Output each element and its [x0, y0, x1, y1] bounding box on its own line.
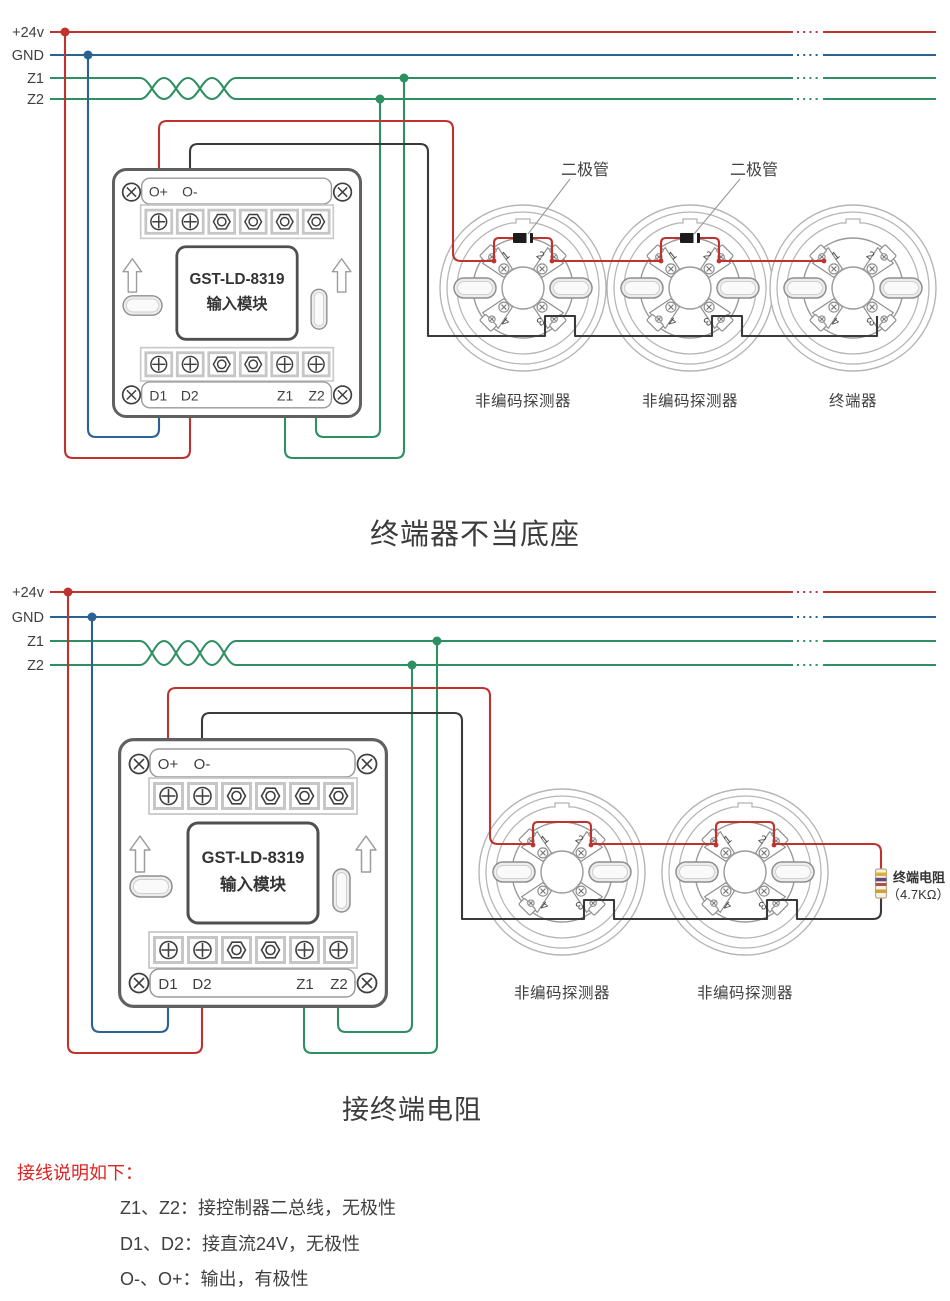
- note-line-d: D1、D2：接直流24V，无极性: [120, 1234, 360, 1254]
- diode-2-band: [693, 233, 697, 243]
- resistor-band-violet: [875, 877, 887, 882]
- diode-label-1: 二极管: [561, 161, 609, 179]
- bus-label-gnd-2: GND: [12, 610, 44, 626]
- pad: [821, 258, 827, 264]
- wire2-o-plus-loop: [166, 686, 883, 869]
- pad: [491, 258, 497, 264]
- bus-label-24v-2: +24v: [12, 585, 45, 601]
- diagram1-bus: +24v GND Z1 Z2: [12, 25, 936, 108]
- bus-line-z1: [50, 76, 793, 101]
- bus-label-z2-2: Z2: [27, 658, 44, 674]
- wire1-z1: [283, 78, 406, 460]
- wire1-gnd-to-d1: [86, 55, 161, 439]
- detector-1: [440, 205, 606, 371]
- bus-label-gnd: GND: [12, 48, 44, 64]
- detector-4-label: 非编码探测器: [514, 984, 610, 1002]
- wiring-notes: 接线说明如下： Z1、Z2：接控制器二总线，无极性 D1、D2：接直流24V，无…: [17, 1163, 396, 1289]
- wire1-24v-to-d2: [63, 32, 192, 460]
- pad: [658, 258, 664, 264]
- diode-2-leader-line: [693, 178, 741, 235]
- input-module-1: [113, 169, 360, 416]
- wire2-24v-to-d2: [66, 592, 204, 1055]
- detector-1-label: 非编码探测器: [475, 392, 571, 410]
- resistor-name-label: 终端电阻: [893, 870, 945, 885]
- diagram2-caption: 接终端电阻: [342, 1095, 482, 1125]
- detector-5-label: 非编码探测器: [697, 984, 793, 1002]
- diagram1-caption: 终端器不当底座: [370, 518, 580, 551]
- pad: [530, 842, 536, 848]
- wire1-o-plus-loop: [157, 119, 824, 263]
- wire2-z1: [302, 641, 439, 1055]
- pad: [588, 842, 594, 848]
- diagram1-wires: [63, 32, 879, 460]
- bus2-line-z1: [50, 639, 793, 667]
- bus2-line-z2: [50, 639, 793, 667]
- note-line-o: O-、O+：输出，有极性: [120, 1269, 309, 1289]
- pad: [771, 842, 777, 848]
- diode-1-band: [526, 233, 530, 243]
- detector-4: [479, 789, 645, 955]
- resistor-value-label: （4.7KΩ）: [887, 887, 949, 902]
- resistor-band-gold: [875, 889, 887, 893]
- note-line-z: Z1、Z2：接控制器二总线，无极性: [120, 1198, 396, 1218]
- diode-label-2: 二极管: [730, 161, 778, 179]
- detector-3-terminator: [770, 205, 936, 371]
- detector-2-label: 非编码探测器: [642, 392, 738, 410]
- pad: [716, 258, 722, 264]
- wire2-o-minus-return: [200, 711, 883, 921]
- terminal-resistor: [874, 868, 888, 899]
- input-module-2: [120, 740, 387, 1007]
- wire2-gnd-to-d1: [90, 617, 170, 1034]
- resistor-band-yellow: [875, 872, 887, 876]
- diode-1-leader-line: [527, 178, 571, 235]
- detector-2: [607, 205, 773, 371]
- pad: [549, 258, 555, 264]
- resistor-band-red: [875, 883, 887, 886]
- detector-3-label: 终端器: [829, 392, 877, 410]
- detector-5: [662, 789, 828, 955]
- diagram2-wires: [66, 592, 888, 1055]
- wire1-z2: [314, 99, 382, 439]
- diagram2-bus: +24v GND Z1 Z2: [12, 585, 936, 674]
- bus-label-z2: Z2: [27, 92, 44, 108]
- bus-label-24v: +24v: [12, 25, 45, 41]
- notes-heading: 接线说明如下：: [17, 1163, 143, 1183]
- bus-line-z2: [50, 76, 793, 101]
- bus-label-z1-2: Z1: [27, 634, 44, 650]
- bus-label-z1: Z1: [27, 71, 44, 87]
- pad: [713, 842, 719, 848]
- wire2-z2: [336, 665, 414, 1034]
- wire1-o-minus-return: [188, 142, 879, 338]
